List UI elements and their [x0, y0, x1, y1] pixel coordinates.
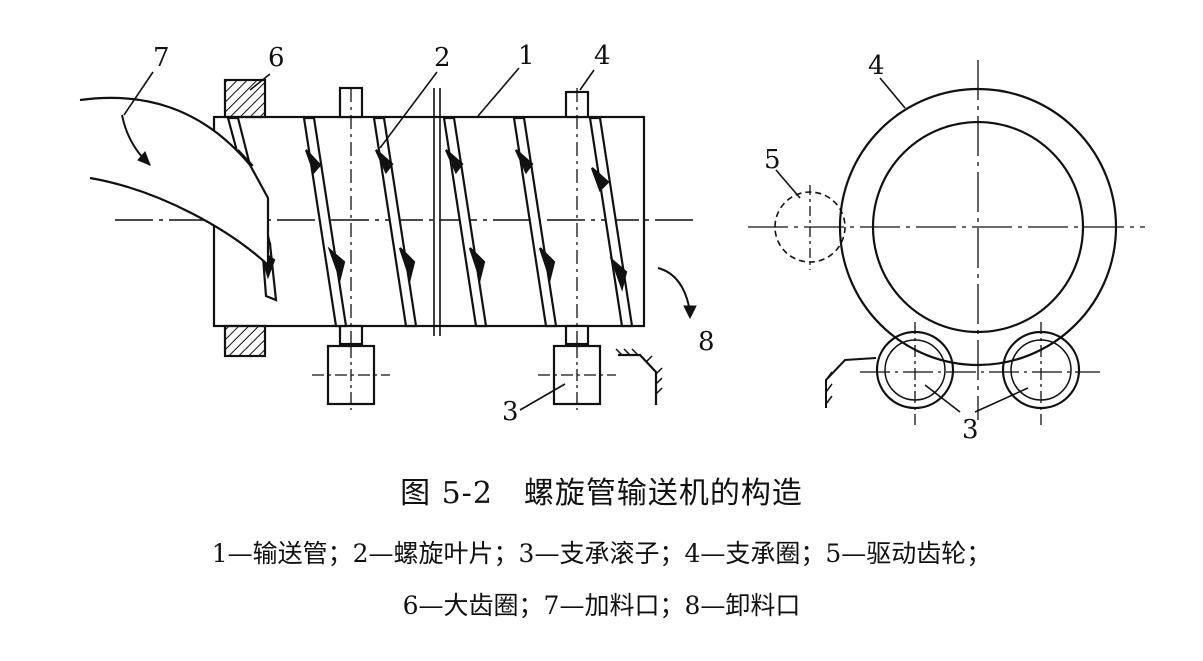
label-3-end: 3 [962, 415, 979, 445]
ground-bracket [618, 353, 658, 405]
discharge-arrow [657, 267, 691, 313]
end-bracket [825, 357, 877, 408]
label-3-side: 3 [502, 397, 519, 427]
label-4-end: 4 [868, 51, 885, 81]
label-8: 8 [698, 327, 715, 357]
large-gear-ring-bottom [223, 324, 267, 358]
label-2: 2 [434, 43, 451, 73]
legend-line-2: 6—大齿圈；7—加料口；8—卸料口 [402, 591, 801, 620]
large-gear-ring-top [223, 78, 267, 119]
feed-inlet [79, 96, 270, 268]
end-view [748, 60, 1145, 425]
side-view [79, 67, 697, 411]
label-5: 5 [764, 145, 781, 175]
label-1: 1 [518, 41, 535, 71]
figure-title: 图 5-2 螺旋管输送机的构造 [400, 476, 803, 511]
support-roller-left [312, 344, 390, 410]
label-4-side: 4 [594, 41, 611, 71]
screw-blades [226, 116, 634, 328]
screw-conveyor-diagram: 7 6 2 1 4 8 3 4 5 3 [79, 41, 1145, 445]
legend-line-1: 1—输送管；2—螺旋叶片；3—支承滚子；4—支承圈；5—驱动齿轮； [211, 539, 992, 568]
conveyor-tube [212, 115, 646, 328]
label-6: 6 [268, 43, 285, 73]
support-roller-right [538, 344, 616, 410]
label-7: 7 [153, 43, 170, 73]
